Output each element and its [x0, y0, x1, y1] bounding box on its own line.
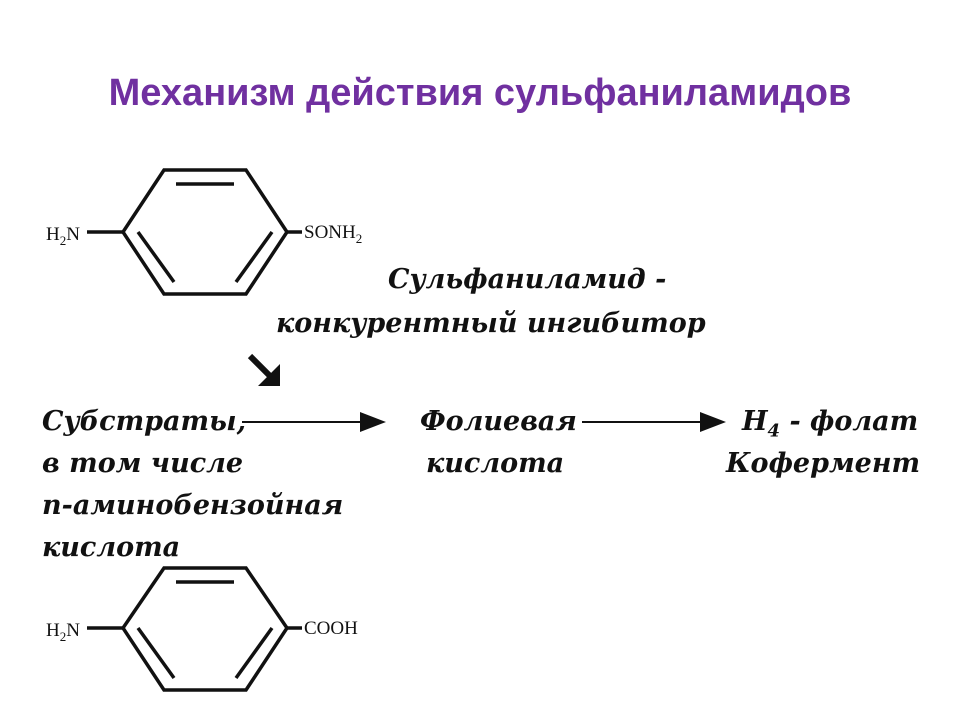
inhibitor-line1: Сульфаниламид -	[388, 264, 667, 295]
benzene-ring	[87, 168, 302, 296]
paba-structure: H2N COOH	[46, 566, 358, 692]
amino-group-label: H2N	[46, 620, 80, 644]
reaction-arrow-1	[242, 412, 386, 432]
inhibition-arrow	[247, 353, 280, 386]
folic-acid-line2: кислота	[426, 448, 565, 479]
inhibitor-line2: конкурентный ингибитор	[276, 308, 706, 339]
folic-acid-line1: Фолиевая	[420, 406, 577, 437]
substrates-line4: кислота	[42, 532, 181, 563]
substrates-line2: в том числе	[42, 448, 244, 479]
sulfonamide-group-label: SONH2	[304, 222, 362, 246]
slide-title: Механизм действия сульфаниламидов	[108, 72, 852, 114]
carboxyl-group-label: COOH	[304, 618, 358, 639]
substrates-line1: Субстраты,	[42, 406, 246, 437]
coenzyme-label: Кофермент	[726, 448, 921, 479]
substrates-line3: п-аминобензойная	[42, 490, 344, 521]
amino-group-label: H2N	[46, 224, 80, 248]
h4-folate: H4 - фолат	[742, 406, 919, 442]
reaction-arrow-2	[582, 412, 726, 432]
sulfanilamide-structure: H2N SONH2	[46, 168, 362, 296]
benzene-ring	[87, 566, 302, 692]
